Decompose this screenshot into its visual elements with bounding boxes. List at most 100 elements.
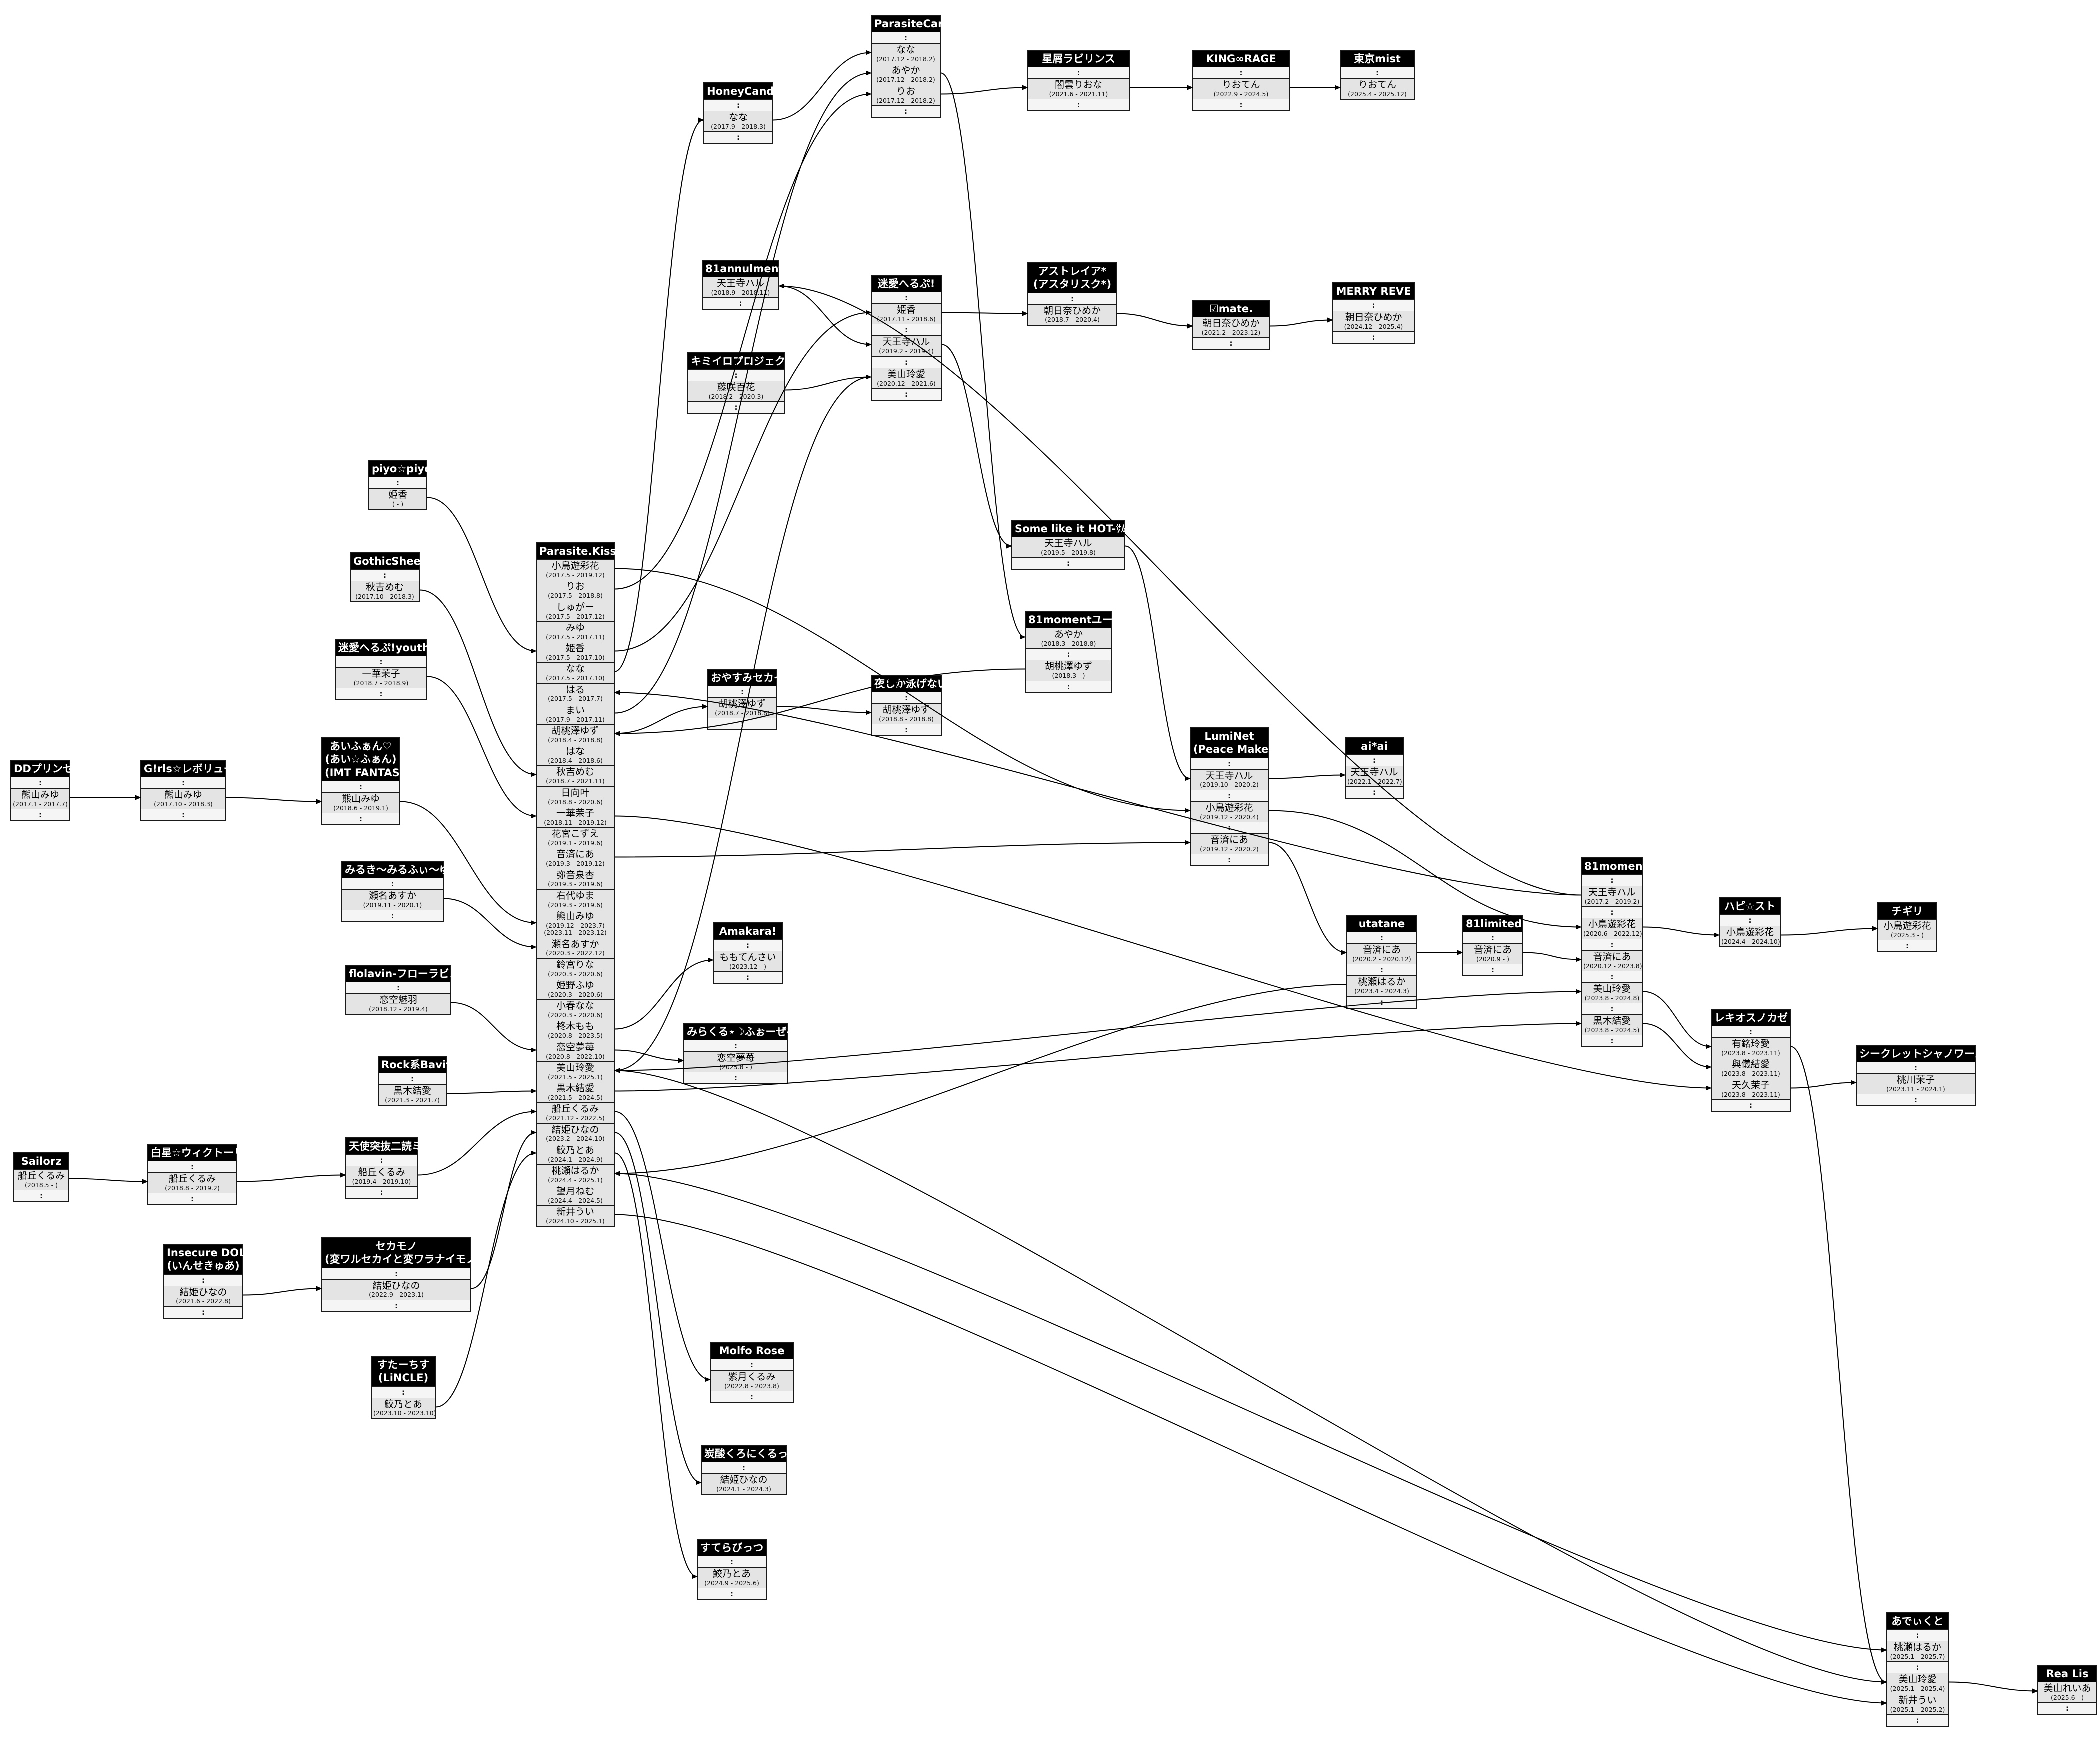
group-title-line: ☑mate. — [1209, 303, 1253, 315]
group-title-line: あいふぁん♡ — [330, 740, 392, 752]
member-name: あやか — [891, 65, 920, 76]
member-name: 紫月くるみ — [728, 1372, 776, 1383]
colon-row: : — [698, 1556, 766, 1568]
group-node-m81youth: 81momentユースあやか(2018.3 - 2018.8):胡桃澤ゆず(20… — [1025, 611, 1123, 694]
colon-row: : — [1463, 932, 1522, 944]
member-name: りおてん — [1222, 80, 1260, 91]
member-name: 美山れいあ — [2043, 1683, 2091, 1694]
group-node-hoshikuzu: 星屑ラビリンス:闇雲りおな(2021.6 - 2021.11): — [1027, 50, 1130, 112]
colon-row: : — [1347, 932, 1416, 944]
member-row: 弥音泉杏(2019.3 - 2019.6) — [537, 868, 614, 890]
member-dates: (2019.10 - 2020.2) — [1200, 781, 1259, 789]
group-title-line: 夜しか泳げない — [874, 678, 948, 690]
group-title: 迷愛へるぷ!youth — [336, 640, 430, 656]
colon-row: : — [11, 777, 69, 789]
edge-parasitekiss:8-to-oyasumi:1 — [614, 704, 708, 734]
member-dates: (2017.5 - 2018.8) — [548, 592, 603, 600]
colon-row: : — [1582, 874, 1642, 886]
colon-row: : — [698, 1588, 766, 1600]
edge-meiai:1-to-astraia:1 — [941, 311, 1028, 316]
group-title-line: シークレットシャノワール — [1859, 1048, 1985, 1060]
colon-row: : — [872, 356, 941, 368]
edge-flolavin:1-to-parasitekiss:23 — [451, 1002, 537, 1053]
member-name: 秋吉めむ — [556, 766, 594, 778]
group-title: 天使突抜二読ミ — [346, 1138, 422, 1155]
colon-row: : — [872, 692, 941, 704]
group-title: チギリ — [1878, 904, 1936, 920]
colon-row: : — [322, 1300, 470, 1312]
member-row: 熊山みゆ(2017.10 - 2018.3) — [141, 788, 225, 810]
group-title: DDプリンセス — [11, 761, 84, 778]
member-row: 小鳥遊彩花(2019.12 - 2020.4) — [1191, 801, 1268, 822]
edge-m81:7-to-rekios:1 — [1643, 991, 1712, 1050]
member-row: 船丘くるみ(2018.8 - 2019.2) — [148, 1172, 236, 1194]
member-dates: (2024.12 - 2025.4) — [1344, 323, 1403, 331]
group-title: すたーちす(LiNCLE) — [372, 1357, 435, 1386]
edge-piyo:1-to-parasitekiss:4 — [427, 497, 537, 654]
group-title: みるき〜みるふぃ〜ゆ — [342, 862, 450, 878]
group-title: あいふぁん♡(あい☆ふぁん)(IMT FANTASIA) — [322, 738, 416, 781]
member-row: 藤咲百花(2018.2 - 2020.3) — [688, 381, 784, 402]
group-title-line: Rock系Bavit — [381, 1059, 451, 1071]
member-name: 姫野ふゆ — [556, 980, 594, 991]
group-title: アストレイア*(アスタリスク*) — [1028, 264, 1116, 293]
edge-rockbavit:1-to-parasitekiss:25 — [446, 1088, 537, 1094]
member-row: はな(2018.4 - 2018.6) — [537, 745, 614, 766]
member-row: 熊山みゆ(2018.6 - 2019.1) — [322, 792, 399, 813]
member-name: 黒木結愛 — [393, 1086, 431, 1097]
member-dates: (2019.3 - 2019.6) — [548, 901, 603, 909]
member-dates: (2017.5 - 2017.10) — [546, 674, 605, 682]
member-row: 音済にあ(2020.12 - 2023.8) — [1582, 950, 1642, 971]
member-dates: (2023.11 - 2024.1) — [1886, 1086, 1945, 1094]
colon-row: : — [708, 686, 776, 698]
member-name: はる — [565, 684, 585, 696]
edge-parasitekiss:26-to-molforose:1 — [614, 1111, 711, 1382]
edge-sailorz:0-to-hakusei:1 — [69, 1178, 148, 1184]
member-name: 姫香 — [565, 643, 585, 654]
member-dates: (2018.7 - 2021.11) — [546, 778, 605, 786]
member-name: はな — [565, 746, 585, 758]
colon-row: : — [346, 1186, 417, 1198]
member-name: 熊山みゆ — [341, 793, 380, 804]
colon-row: : — [322, 780, 399, 792]
member-dates: (2018.4 - 2018.6) — [548, 757, 603, 765]
member-name: 桃瀬はるか — [1358, 976, 1406, 988]
group-title-line: あでぃくと — [1891, 1616, 1944, 1628]
member-row: 瀬名あすか(2020.3 - 2022.12) — [537, 938, 614, 958]
group-title-line: utatane — [1358, 918, 1405, 930]
edge-parasitekiss:27-to-tansan:1 — [614, 1132, 702, 1486]
member-row: 花宮こずえ(2019.1 - 2019.6) — [537, 828, 614, 848]
member-dates: (2023.8 - 2023.11) — [1721, 1050, 1780, 1058]
member-name: なな — [565, 664, 585, 675]
member-row: 天久茉子(2023.8 - 2023.11) — [1712, 1078, 1790, 1100]
group-title: ハピ☆スト — [1720, 898, 1780, 915]
member-row: 新井うい(2024.10 - 2025.1) — [537, 1206, 614, 1226]
member-row: 恋空魅羽(2018.12 - 2019.4) — [346, 994, 450, 1014]
member-name: 船丘くるみ — [358, 1167, 405, 1178]
group-title-line: 白星☆ウィクトーリア — [151, 1147, 255, 1159]
colon-row: : — [322, 812, 399, 824]
member-dates: (2023.8 - 2023.11) — [1721, 1070, 1780, 1078]
member-dates: (2024.4 - 2025.1) — [548, 1176, 603, 1184]
colon-row: : — [336, 688, 426, 700]
member-row: りお(2017.5 - 2018.8) — [537, 580, 614, 601]
group-node-miracle: みらくる⋆☽ふぉーぜ-ZERO-:恋空夢苺(2025.8 - ): — [683, 1023, 827, 1085]
member-dates: (2020.8 - 2022.10) — [546, 1052, 605, 1060]
member-dates: (2020.12 - 2021.6) — [877, 380, 936, 388]
member-name: なな — [728, 112, 748, 124]
member-row: はる(2017.5 - 2017.7) — [537, 683, 614, 704]
member-row: 結姫ひなの(2021.6 - 2022.8) — [164, 1286, 242, 1306]
member-row: 姫香(2017.11 - 2018.6) — [872, 304, 941, 324]
member-dates: (2019.12 - 2023.7) — [546, 922, 605, 930]
member-dates: (2018.3 - ) — [1052, 672, 1085, 680]
colon-row: : — [704, 100, 772, 112]
group-node-addict: あでぃくと:桃瀬はるか(2025.1 - 2025.7):美山玲愛(2025.1… — [1886, 1612, 1949, 1727]
colon-row: : — [1878, 940, 1936, 952]
member-dates: (2019.4 - 2019.10) — [352, 1178, 411, 1186]
member-dates: (2025.1 - 2025.7) — [1890, 1653, 1945, 1661]
member-name: 柊木もも — [556, 1021, 594, 1032]
edge-astraia:1-to-mate:0 — [1117, 313, 1193, 329]
colon-row: : — [684, 1040, 787, 1052]
member-dates: (2018.8 - 2018.8) — [879, 716, 934, 724]
colon-row: : — [372, 1386, 435, 1398]
